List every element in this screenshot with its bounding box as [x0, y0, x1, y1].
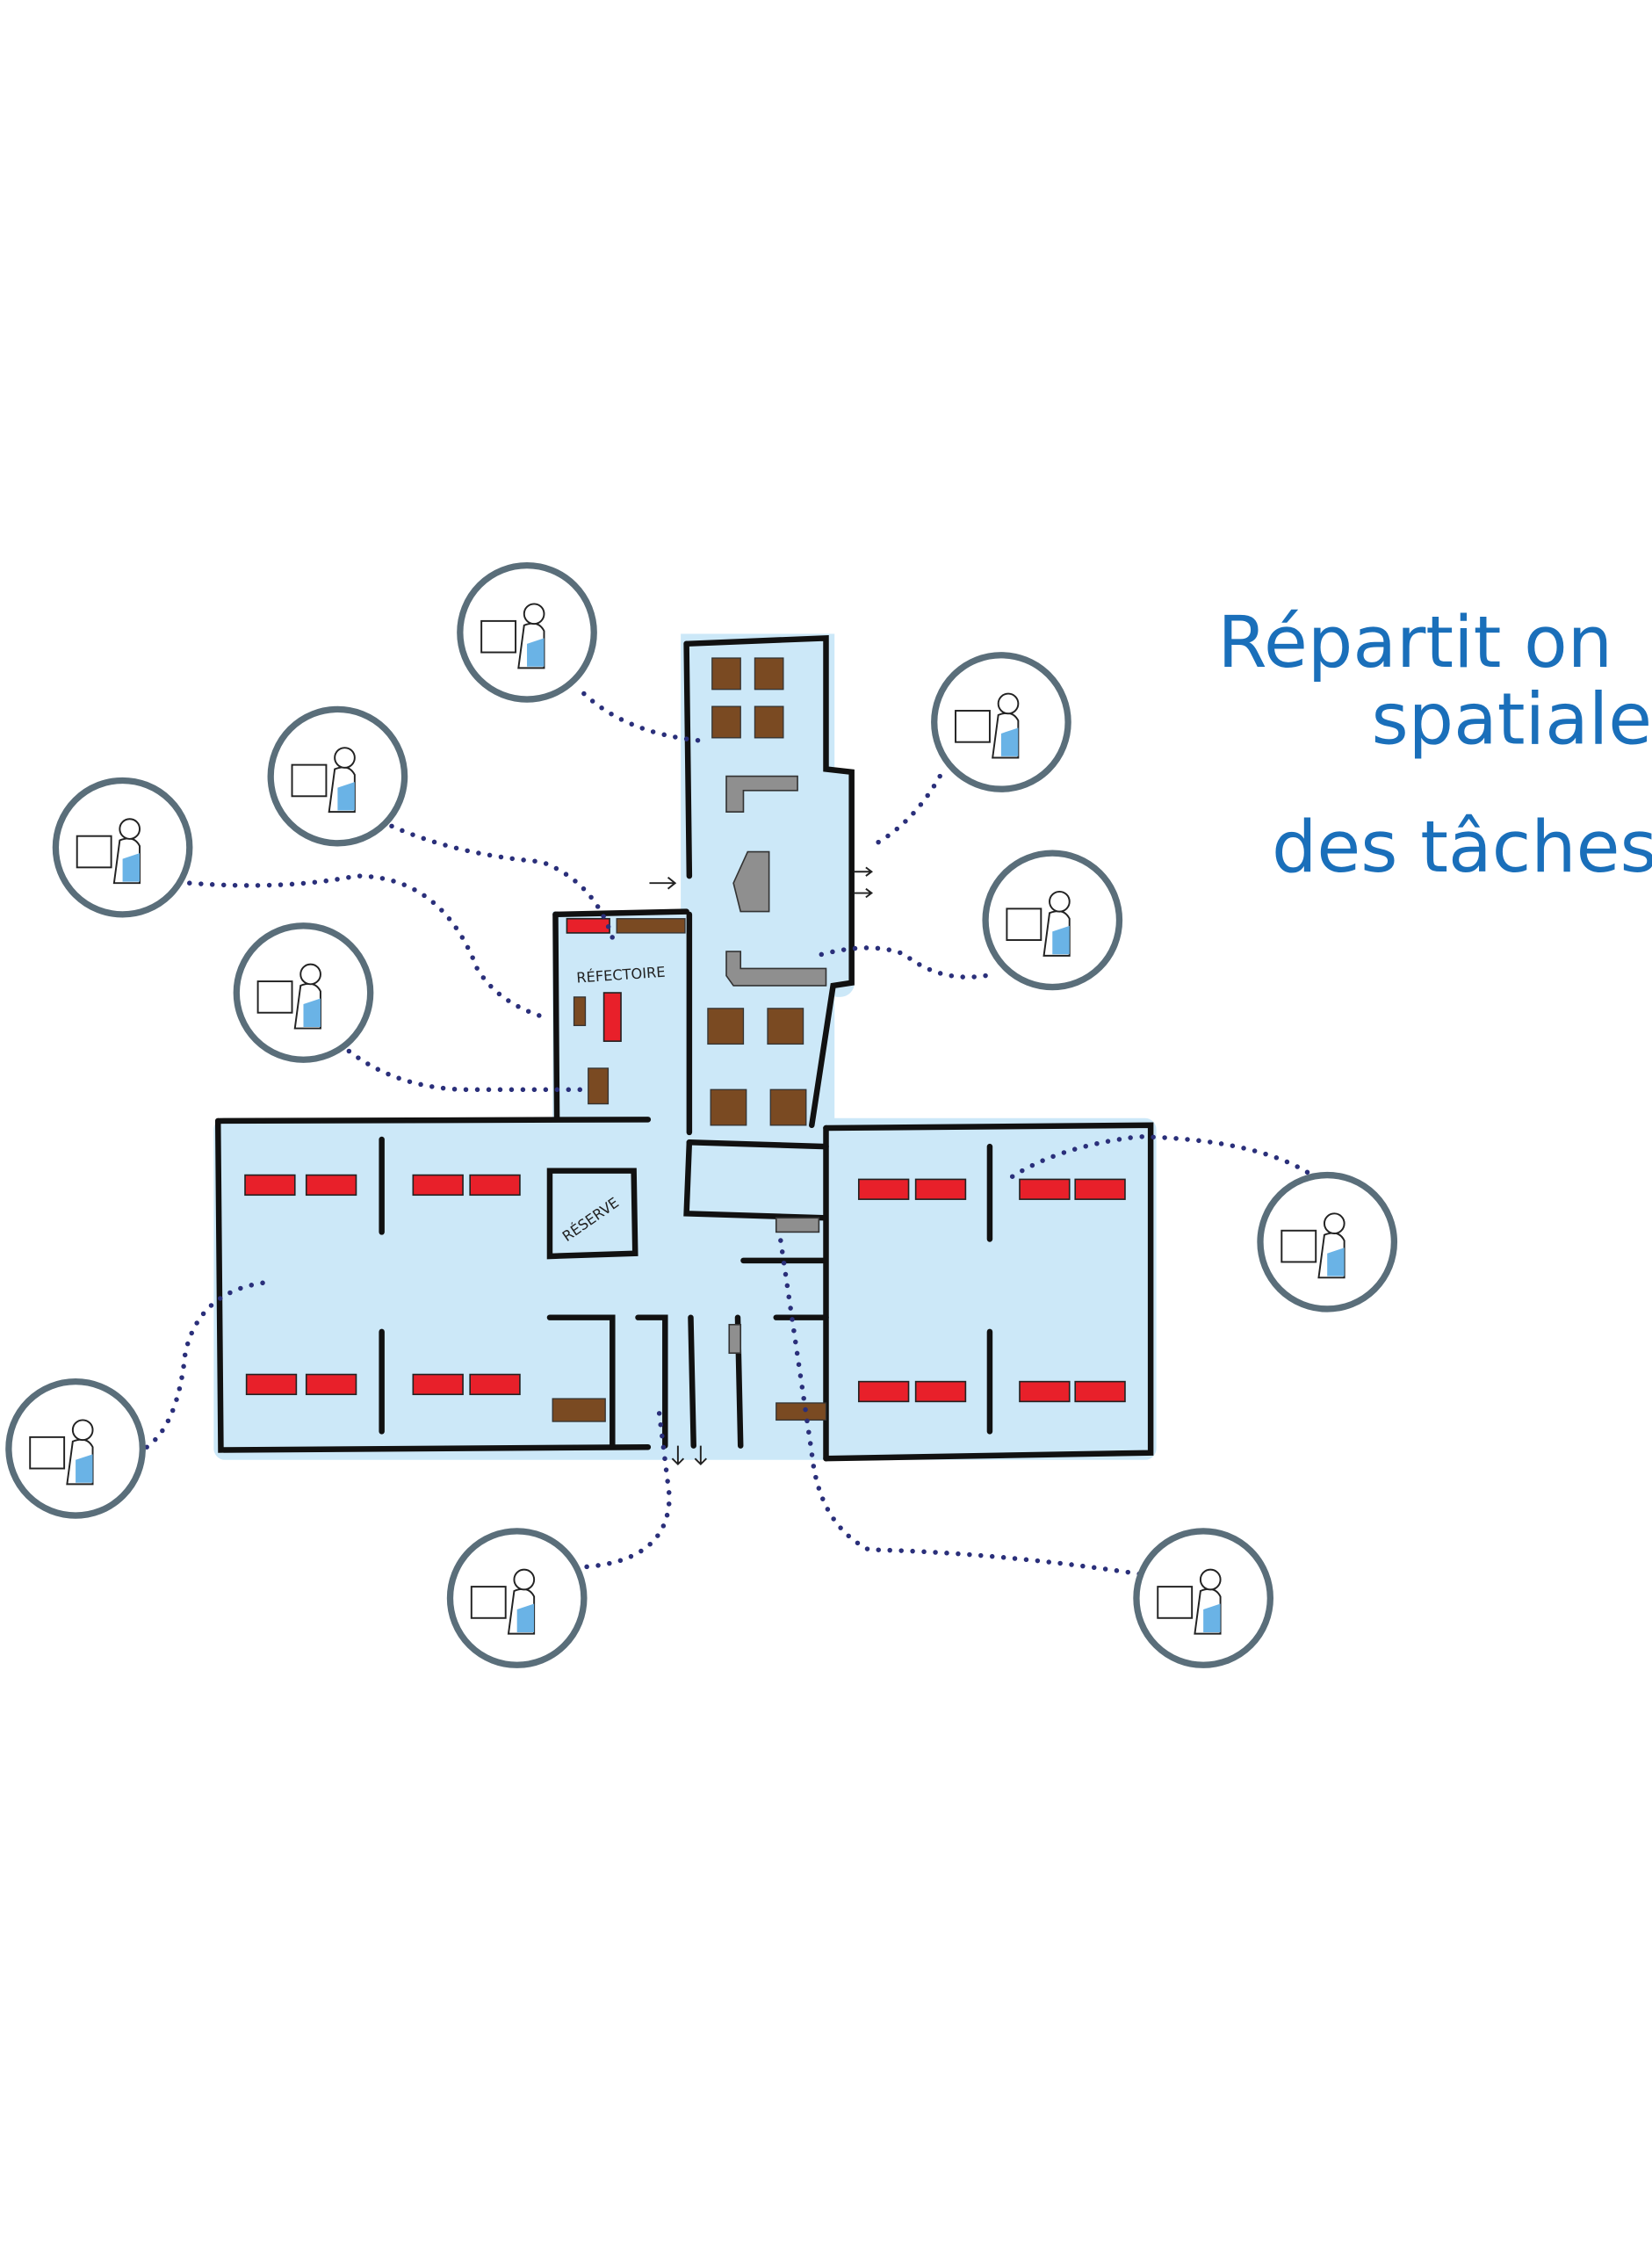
- arrows: [649, 866, 874, 1466]
- caregiver-with-linen-cart-icon: [233, 922, 374, 1063]
- caregiver-feeding-resident-icon: [1257, 1171, 1398, 1313]
- caregiver-at-dishwasher-icon: [982, 850, 1123, 991]
- walls: [214, 634, 1154, 1462]
- caregiver-with-cart-icon: [1133, 1528, 1273, 1668]
- caregiver-with-waste-bag-icon: [446, 1528, 588, 1668]
- caregiver-with-cart-icon: [52, 777, 193, 918]
- task-connectors: [144, 691, 1310, 1577]
- furniture: [552, 657, 827, 1422]
- caregiver-at-oven-icon: [931, 652, 1071, 792]
- title-line-1: Répartit on: [1217, 602, 1612, 684]
- caregiver-with-cart-icon: [5, 1378, 146, 1519]
- title-line-2: spatiale: [1371, 678, 1652, 761]
- task-badges: [5, 562, 1398, 1668]
- beds: [244, 917, 1126, 1403]
- caregiver-talking-resident-icon: [457, 562, 597, 703]
- caregiver-serving-meal-icon: [267, 705, 408, 847]
- diagram-title: Répartit on spatiale des tâches: [1217, 602, 1652, 889]
- title-line-3: des tâches: [1272, 806, 1652, 889]
